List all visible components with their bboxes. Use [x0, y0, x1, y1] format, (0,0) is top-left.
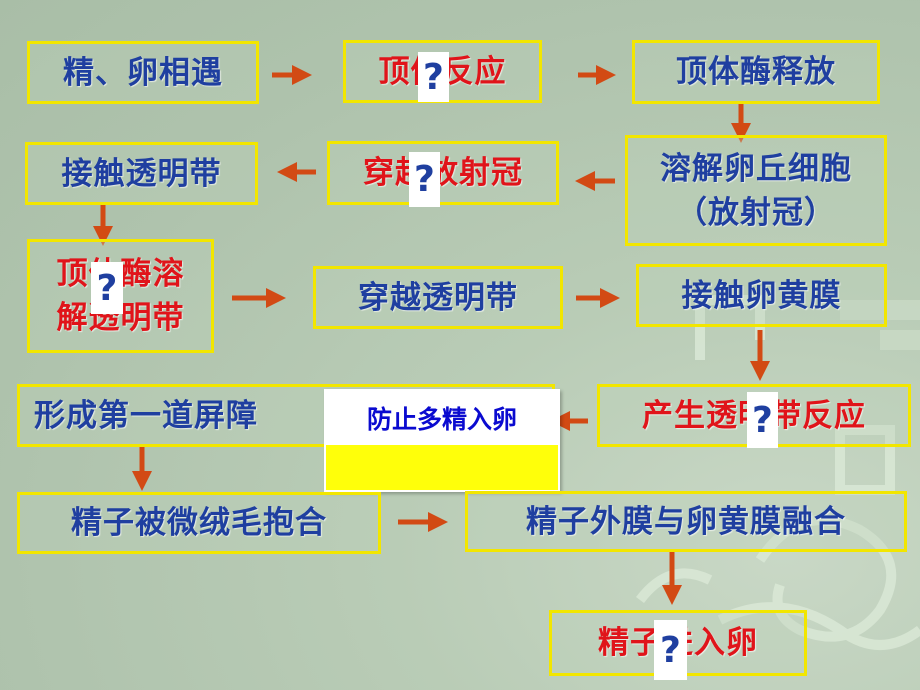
- step-sperm-egg-meet-label: 精、卵相遇: [63, 54, 223, 91]
- question-mark-icon: ?: [654, 620, 687, 680]
- step-contact-vitelline: 接触卵黄膜: [636, 264, 887, 327]
- step-contact-zona-label: 接触透明带: [61, 155, 222, 192]
- step-acrosome-enzyme-release: 顶体酶释放: [632, 40, 880, 104]
- step-cross-zona: 穿越透明带: [313, 266, 563, 329]
- step-membrane-fusion: 精子外膜与卵黄膜融合: [465, 491, 907, 552]
- step-dissolve-cumulus: 溶解卵丘细胞 （放射冠）: [625, 135, 887, 246]
- question-mark-icon: ?: [409, 152, 440, 207]
- step-contact-vitelline-label: 接触卵黄膜: [681, 277, 842, 314]
- question-mark-icon: ?: [418, 52, 449, 102]
- step-cross-corona-label: 穿越放射冠: [363, 155, 523, 191]
- step-first-barrier-label: 形成第一道屏障: [34, 397, 258, 434]
- step-acrosome-enzyme-release-label: 顶体酶释放: [676, 54, 836, 90]
- question-mark-icon: ?: [91, 262, 123, 314]
- step-sperm-egg-meet: 精、卵相遇: [27, 41, 259, 104]
- step-membrane-fusion-label: 精子外膜与卵黄膜融合: [526, 503, 846, 540]
- step-dissolve-cumulus-line1: 溶解卵丘细胞: [660, 150, 852, 187]
- callout-text: 防止多精入卵: [326, 391, 558, 445]
- step-cross-corona: 穿越放射冠: [327, 141, 559, 205]
- question-mark-icon: ?: [747, 392, 778, 448]
- step-microvilli-embrace-label: 精子被微绒毛抱合: [71, 505, 327, 541]
- step-cross-zona-label: 穿越透明带: [358, 279, 518, 316]
- prevent-polyspermy-callout: 防止多精入卵: [324, 389, 560, 492]
- step-contact-zona: 接触透明带: [25, 142, 258, 205]
- step-dissolve-cumulus-line2: （放射冠）: [676, 194, 836, 231]
- step-microvilli-embrace: 精子被微绒毛抱合: [17, 492, 381, 554]
